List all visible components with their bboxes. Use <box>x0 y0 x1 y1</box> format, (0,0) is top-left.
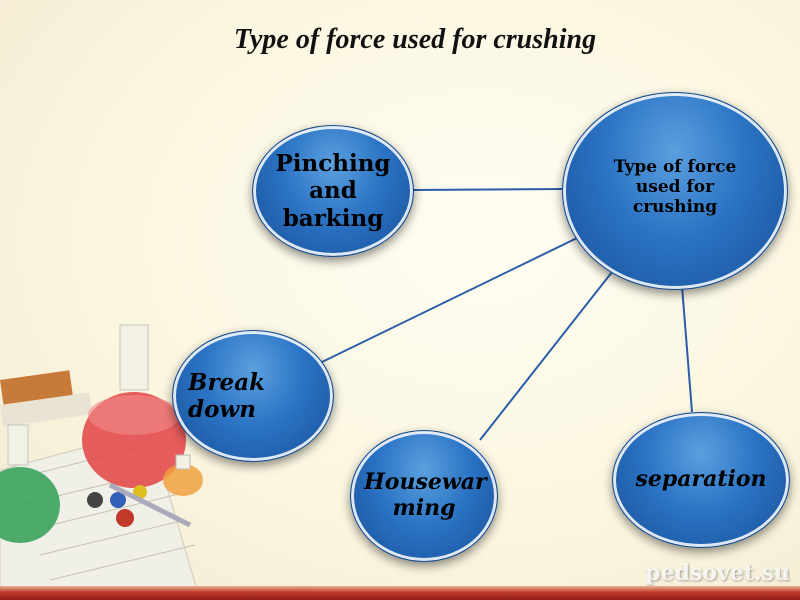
node-separation-label: separation <box>635 466 767 493</box>
connector-separation <box>681 285 693 413</box>
node-separation: separation <box>612 412 790 548</box>
footer-bar <box>0 586 800 600</box>
node-hub: Type of force used for crushing <box>562 92 788 290</box>
node-break-down: Break down <box>172 330 334 462</box>
connector-pinching <box>411 188 563 191</box>
watermark: pedsovet.su <box>645 560 790 586</box>
node-pinching-label: Pinching and barking <box>275 150 391 232</box>
page-title: Type of force used for crushing <box>233 24 597 55</box>
node-break-down-label: Break down <box>188 368 266 423</box>
node-housewarming-label: Housewar ming <box>364 469 487 521</box>
connector-housewarming <box>479 271 613 441</box>
node-housewarming: Housewar ming <box>350 430 498 562</box>
connector-break-down <box>321 237 578 363</box>
node-pinching-and-barking: Pinching and barking <box>252 125 414 257</box>
node-hub-label: Type of force used for crushing <box>613 156 737 218</box>
